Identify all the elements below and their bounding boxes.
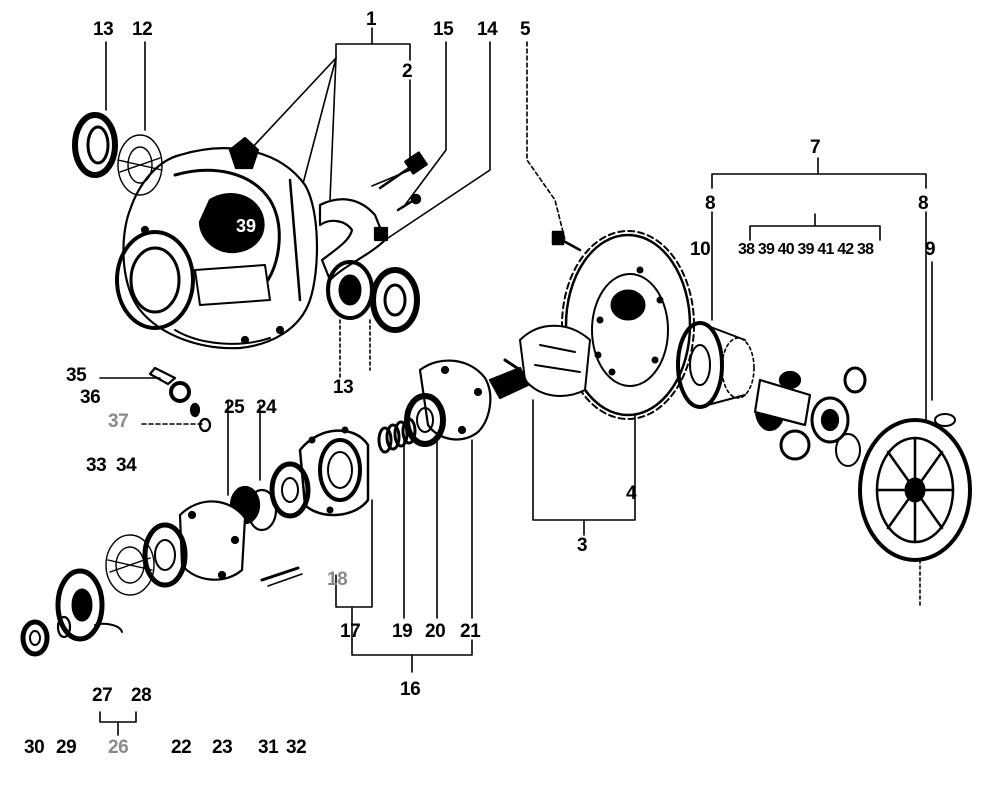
callout-3: 3 [577, 535, 588, 556]
callout-16: 16 [400, 679, 421, 700]
callout-1: 1 [366, 9, 377, 30]
housing-marking: 39 [236, 216, 256, 236]
flange-9 [858, 413, 972, 562]
carrier-half-10 [676, 321, 755, 409]
callout-31: 31 [258, 737, 279, 758]
leader-lines [99, 27, 933, 736]
callout-5: 5 [520, 19, 531, 40]
callout-10: 10 [690, 239, 711, 260]
callout-20: 20 [425, 621, 446, 642]
callout-25: 25 [224, 397, 245, 418]
callout-13: 13 [333, 377, 354, 398]
bearing-cap-14 [318, 198, 389, 282]
pinion-shaft [488, 358, 530, 400]
callout-38-42-group: 38 39 40 39 41 42 38 [738, 241, 874, 258]
callout-2: 2 [402, 61, 413, 82]
callout-28: 28 [131, 685, 152, 706]
callout-29: 29 [56, 737, 77, 758]
seal-ring-13 [72, 112, 118, 178]
shim-33-34 [105, 534, 155, 596]
callout-27: 27 [92, 685, 113, 706]
callout-7: 7 [810, 137, 821, 158]
bolt-2 [378, 151, 428, 190]
callout-35: 35 [66, 365, 87, 386]
callout-15: 15 [433, 19, 454, 40]
spring-19 [377, 417, 417, 454]
washer-29 [56, 615, 72, 639]
pinion-gear-set [753, 366, 867, 467]
callout-17: 17 [340, 621, 361, 642]
callout-32: 32 [286, 737, 307, 758]
callout-23: 23 [212, 737, 233, 758]
callout-24: 24 [256, 397, 277, 418]
callout-13-top: 13 [93, 19, 114, 40]
callout-36: 36 [80, 387, 101, 408]
screw-15 [396, 193, 422, 212]
callout-26: 26 [108, 737, 129, 758]
callout-14: 14 [477, 19, 498, 40]
callout-4: 4 [626, 483, 637, 504]
callout-34: 34 [116, 455, 137, 476]
bearing-24 [269, 461, 311, 519]
callout-19: 19 [392, 621, 413, 642]
callout-8-left: 8 [705, 193, 716, 214]
pinion-spacer-21 [418, 359, 492, 441]
callout-18: 18 [327, 569, 348, 590]
differential-housing [115, 136, 319, 350]
housing-17 [298, 426, 370, 517]
bearing-13 [326, 260, 420, 333]
callout-30: 30 [24, 737, 45, 758]
callout-12: 12 [132, 19, 153, 40]
pin-31-32 [260, 566, 303, 587]
callout-9: 9 [925, 239, 936, 260]
companion-flange-27-28 [55, 568, 123, 642]
cover-plate-23 [178, 500, 247, 581]
bolt-5 [551, 230, 582, 252]
callout-33: 33 [86, 455, 107, 476]
bearing-22 [142, 522, 188, 588]
nut-30 [20, 619, 50, 657]
callout-21: 21 [460, 621, 481, 642]
callout-37: 37 [108, 411, 129, 432]
callout-22: 22 [171, 737, 192, 758]
differential-carrier-4 [519, 324, 591, 397]
plug-35-36-37 [148, 366, 212, 433]
shim-12 [117, 134, 163, 196]
callout-8-right: 8 [918, 193, 929, 214]
